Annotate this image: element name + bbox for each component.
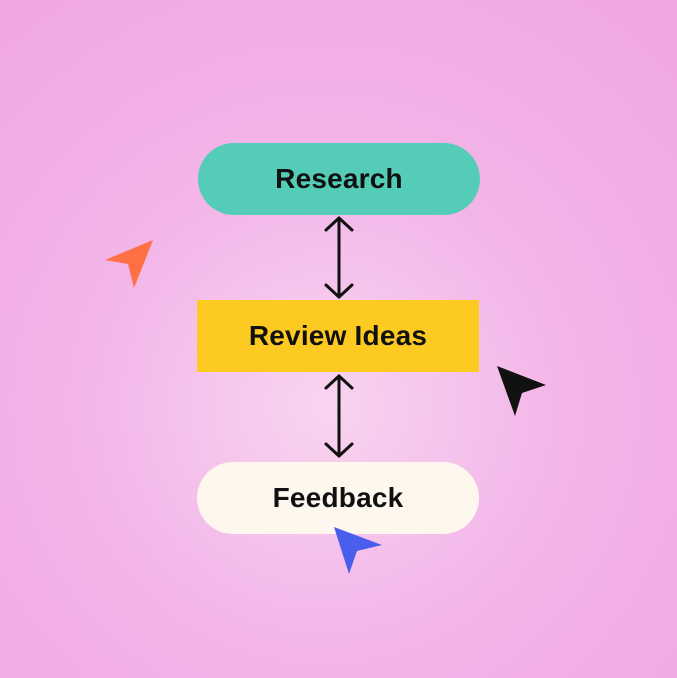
feedback-node: Feedback: [197, 462, 479, 534]
orange-cursor-icon: [105, 240, 153, 288]
review-ideas-node: Review Ideas: [197, 300, 479, 372]
blue-cursor-icon: [334, 527, 382, 574]
review-ideas-label: Review Ideas: [248, 320, 428, 351]
research-node: Research: [198, 143, 480, 215]
connector-research-review: [324, 216, 354, 299]
connector-review-feedback: [324, 374, 354, 458]
research-label: Research: [275, 163, 403, 194]
feedback-label: Feedback: [272, 482, 404, 513]
black-cursor-icon: [497, 366, 546, 416]
